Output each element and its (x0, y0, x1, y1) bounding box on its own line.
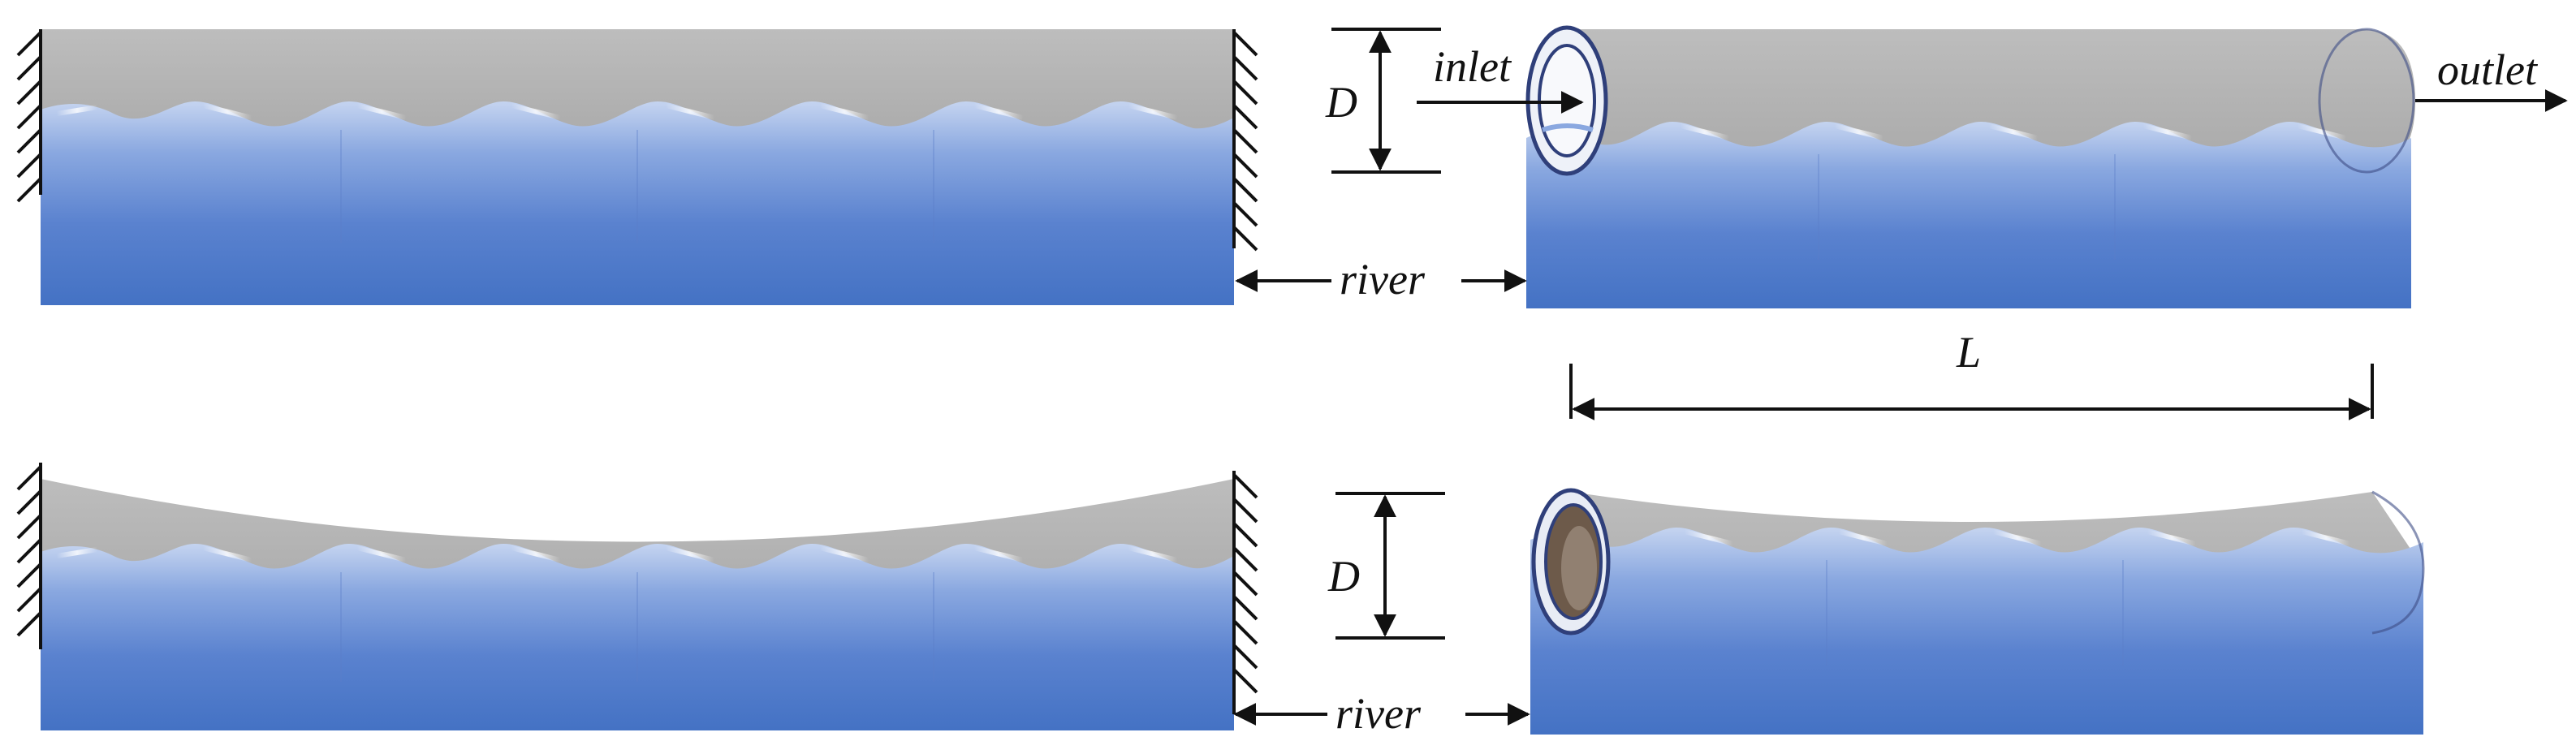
inlet-water-edge (1542, 123, 1594, 132)
top-river-dimension: river (1235, 255, 1527, 304)
wave-crest-highlights (1684, 529, 2351, 546)
water-body (1530, 528, 2423, 735)
bottom-river-dimension: river (1233, 689, 1530, 738)
wave-crest-highlights (56, 545, 1178, 562)
wave-crest-highlights (56, 103, 1178, 120)
pipe-outlet-rim (2371, 490, 2425, 635)
top-diameter-dimension: D (1325, 28, 1441, 174)
segment-seams (340, 130, 934, 243)
segment-seams (340, 572, 934, 682)
segment-seams (1818, 154, 2116, 260)
right-fixed-support (1232, 29, 1258, 252)
right-fixed-support (1232, 471, 1258, 714)
wave-crest-highlights (1680, 123, 2347, 140)
bottom-right-perspective-view (1530, 488, 2425, 735)
diameter-label-bottom: D (1327, 552, 1360, 601)
left-fixed-support (16, 463, 42, 649)
pipe-outlet-rim (2318, 28, 2415, 174)
river-label-bottom: river (1335, 689, 1422, 738)
length-label: L (1956, 328, 1981, 377)
inlet-inner-shading (1561, 526, 1597, 610)
outlet-label: outlet (2437, 45, 2539, 94)
water-body (41, 544, 1234, 730)
segment-seams (1826, 560, 2124, 666)
water-body (41, 101, 1234, 305)
bottom-left-side-view (16, 463, 1258, 730)
left-fixed-support (16, 29, 42, 203)
length-dimension: L (1569, 328, 2374, 420)
water-body (1526, 122, 2411, 308)
river-label-top: river (1340, 255, 1426, 304)
bottom-diameter-dimension: D (1327, 492, 1445, 640)
top-right-perspective-view (1525, 25, 2415, 308)
inlet-label: inlet (1433, 42, 1512, 91)
flow-annotations: inlet outlet (1417, 42, 2568, 114)
diameter-label-top: D (1325, 78, 1357, 127)
pipe-body (1571, 29, 2415, 172)
top-left-side-view (16, 29, 1258, 305)
